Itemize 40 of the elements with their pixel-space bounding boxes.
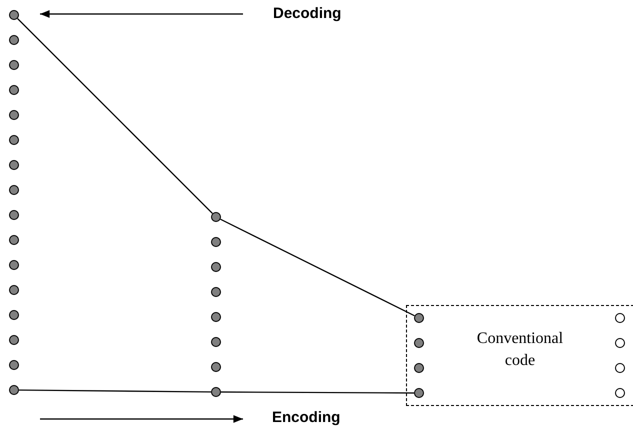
dot (9, 160, 19, 170)
dashed-box (406, 305, 633, 406)
dot (414, 313, 424, 323)
dot (9, 135, 19, 145)
connector-line (19, 389, 211, 393)
dot (9, 335, 19, 345)
dot (414, 363, 424, 373)
dot (9, 35, 19, 45)
direction-label: Encoding (272, 409, 340, 426)
dot (9, 110, 19, 120)
dot (211, 337, 221, 347)
dot (9, 85, 19, 95)
dot (211, 262, 221, 272)
dot (414, 388, 424, 398)
dot (9, 285, 19, 295)
dot (414, 338, 424, 348)
dot (615, 338, 625, 348)
connector-line (17, 18, 213, 214)
dot (9, 10, 19, 20)
dot (9, 185, 19, 195)
dot (9, 260, 19, 270)
dot (9, 360, 19, 370)
dot (211, 362, 221, 372)
dot (9, 210, 19, 220)
dot (9, 235, 19, 245)
dot (211, 387, 221, 397)
dot (615, 388, 625, 398)
dot (211, 237, 221, 247)
dot (9, 385, 19, 395)
box-label: Conventional code (476, 329, 564, 371)
dot (211, 287, 221, 297)
dot (9, 310, 19, 320)
connector-line (221, 391, 414, 394)
connector-line (220, 218, 415, 316)
dot (211, 312, 221, 322)
dot (9, 60, 19, 70)
dot (615, 363, 625, 373)
direction-label: Decoding (273, 5, 342, 22)
dot (211, 212, 221, 222)
dot (615, 313, 625, 323)
